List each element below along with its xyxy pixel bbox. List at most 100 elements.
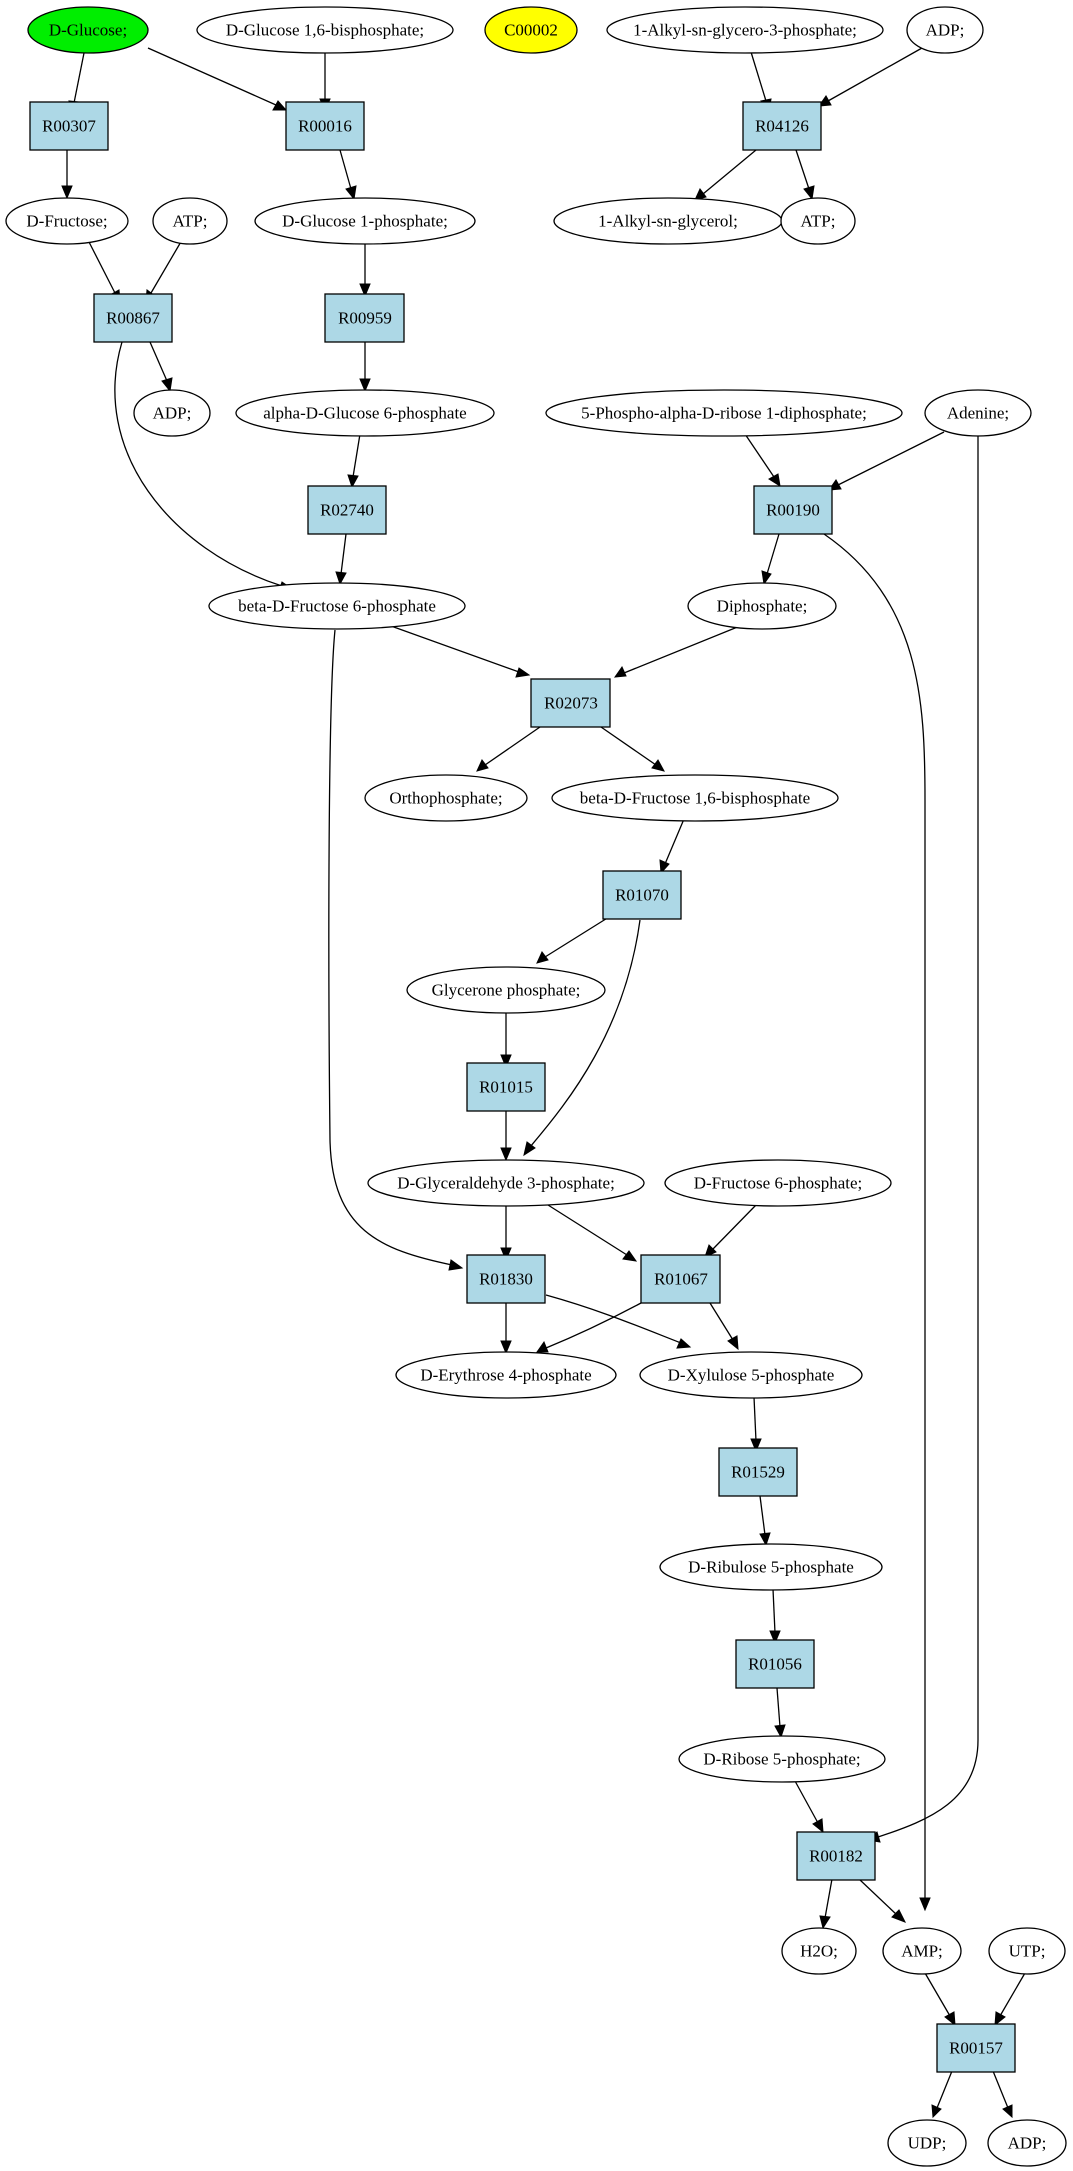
arrowhead (500, 1147, 512, 1162)
edge-r02073-to-bfructose16bp (600, 726, 657, 766)
metabolite-fructose6p[interactable]: D-Fructose 6-phosphate; (664, 1159, 892, 1207)
reaction-r01830[interactable]: R01830 (466, 1254, 546, 1304)
metabolite-aglucose6p[interactable]: alpha-D-Glucose 6-phosphate (235, 389, 495, 437)
metabolite-shape (639, 1351, 863, 1399)
metabolite-bfructose6p[interactable]: beta-D-Fructose 6-phosphate (208, 582, 466, 630)
arrowhead (774, 1724, 786, 1739)
metabolite-glucose16bp[interactable]: D-Glucose 1,6-bisphosphate; (196, 6, 454, 54)
metabolite-atp-1[interactable]: ATP; (152, 197, 228, 245)
metabolite-c00002[interactable]: C00002 (484, 6, 578, 54)
reaction-r02740[interactable]: R02740 (307, 485, 387, 535)
reaction-label: R00016 (298, 117, 352, 136)
metabolite-xylulose5p[interactable]: D-Xylulose 5-phosphate (639, 1351, 863, 1399)
reaction-r04126[interactable]: R04126 (742, 101, 822, 151)
edge-bfructose6p-to-r01830 (328, 629, 453, 1266)
metabolite-orthophosphate[interactable]: Orthophosphate; (364, 774, 528, 822)
metabolite-udp[interactable]: UDP; (887, 2119, 967, 2167)
edge-adp-to-r04126 (827, 47, 923, 102)
metabolite-label: AMP; (901, 1942, 943, 1961)
metabolite-glucose[interactable]: D-Glucose; (27, 6, 149, 54)
metabolite-adp-1[interactable]: ADP; (133, 389, 211, 437)
arrowhead (659, 859, 670, 875)
reaction-r01067[interactable]: R01067 (640, 1254, 721, 1304)
edge-bfructose6p-to-r02073 (390, 625, 520, 673)
edge-r04126-to-alkylglycerol (702, 149, 757, 195)
edge-alkylglycero3p-to-r04126 (750, 51, 767, 102)
reaction-r00157[interactable]: R00157 (936, 2023, 1016, 2073)
reaction-label: R00157 (949, 2039, 1003, 2058)
reaction-box (466, 1062, 546, 1112)
reaction-box (307, 485, 387, 535)
metabolite-shape (687, 582, 837, 630)
metabolite-label: alpha-D-Glucose 6-phosphate (263, 404, 466, 423)
reaction-r01015[interactable]: R01015 (466, 1062, 546, 1112)
metabolite-adp-top[interactable]: ADP; (906, 6, 984, 54)
metabolite-glyceronep[interactable]: Glycerone phosphate; (406, 966, 606, 1014)
metabolite-h2o[interactable]: H2O; (781, 1927, 857, 1975)
edge-r01067-to-erythrose4p (545, 1302, 642, 1349)
metabolite-shape (254, 197, 476, 245)
metabolite-glucose1p[interactable]: D-Glucose 1-phosphate; (254, 197, 476, 245)
arrowhead (523, 1141, 536, 1157)
metabolite-diphosphate[interactable]: Diphosphate; (687, 582, 837, 630)
reaction-r02073[interactable]: R02073 (530, 678, 611, 728)
edge-r02073-to-orthophosphate (484, 726, 541, 766)
metabolite-adp-2[interactable]: ADP; (987, 2119, 1067, 2167)
metabolite-prpp[interactable]: 5-Phospho-alpha-D-ribose 1-diphosphate; (545, 389, 903, 437)
reaction-r00959[interactable]: R00959 (324, 293, 405, 343)
arrowhead (817, 95, 832, 107)
edge-adenine-to-r00190 (837, 431, 945, 486)
metabolite-ribose5p[interactable]: D-Ribose 5-phosphate; (678, 1735, 886, 1783)
arrowhead (613, 665, 627, 678)
arrowhead (500, 1247, 512, 1262)
metabolite-alkylglycero3p[interactable]: 1-Alkyl-sn-glycero-3-phosphate; (606, 6, 884, 54)
reaction-box (29, 101, 109, 151)
reaction-label: R02740 (320, 501, 374, 520)
metabolite-utp[interactable]: UTP; (988, 1927, 1066, 1975)
arrowhead (500, 1340, 512, 1355)
edge-r00182-to-h2o (824, 1878, 833, 1919)
metabolite-alkylglycerol[interactable]: 1-Alkyl-sn-glycerol; (553, 197, 783, 245)
reaction-r01070[interactable]: R01070 (602, 870, 682, 920)
edge-r00867-to-bfructose6p (114, 341, 283, 587)
metabolite-shape (406, 966, 606, 1014)
edge-r02740-to-bfructose6p (340, 533, 347, 575)
metabolite-shape (987, 2119, 1067, 2167)
metabolite-label: D-Erythrose 4-phosphate (420, 1366, 591, 1385)
reaction-r00182[interactable]: R00182 (796, 1831, 876, 1881)
reaction-label: R02073 (544, 694, 598, 713)
reaction-label: R01056 (748, 1655, 802, 1674)
metabolite-bfructose16bp[interactable]: beta-D-Fructose 1,6-bisphosphate (551, 774, 839, 822)
metabolite-fructose[interactable]: D-Fructose; (5, 197, 129, 245)
metabolite-label: UTP; (1009, 1942, 1046, 1961)
reaction-r00190[interactable]: R00190 (753, 485, 833, 535)
reaction-r01056[interactable]: R01056 (735, 1639, 815, 1689)
reaction-r00867[interactable]: R00867 (93, 293, 173, 343)
metabolite-atp-2[interactable]: ATP; (780, 197, 856, 245)
metabolite-ribulose5p[interactable]: D-Ribulose 5-phosphate (659, 1543, 883, 1591)
reaction-box (466, 1254, 546, 1304)
metabolite-erythrose4p[interactable]: D-Erythrose 4-phosphate (395, 1351, 617, 1399)
metabolite-gap[interactable]: D-Glyceraldehyde 3-phosphate; (367, 1159, 645, 1207)
edge-r00157-to-adp (992, 2070, 1009, 2109)
metabolite-label: C00002 (504, 21, 558, 40)
metabolite-shape (781, 1927, 857, 1975)
metabolite-label: ATP; (801, 212, 836, 231)
metabolite-shape (924, 389, 1032, 437)
edge-fructose6p-to-r01067 (711, 1204, 757, 1251)
metabolite-label: Adenine; (947, 404, 1009, 423)
reaction-r00016[interactable]: R00016 (285, 101, 365, 151)
reaction-label: R00867 (106, 309, 160, 328)
metabolite-amp[interactable]: AMP; (882, 1927, 962, 1975)
arrowhead (812, 1818, 824, 1834)
reaction-r00307[interactable]: R00307 (29, 101, 109, 151)
arrowhead (727, 1335, 739, 1351)
metabolite-adenine[interactable]: Adenine; (924, 389, 1032, 437)
reaction-r01529[interactable]: R01529 (718, 1447, 798, 1497)
edge-ribulose5p-to-r01056 (772, 1588, 776, 1634)
metabolite-shape (196, 6, 454, 54)
reaction-box (93, 293, 173, 343)
reaction-label: R00307 (42, 117, 96, 136)
metabolite-shape (27, 6, 149, 54)
edge-fructose-to-r00867 (87, 239, 116, 294)
